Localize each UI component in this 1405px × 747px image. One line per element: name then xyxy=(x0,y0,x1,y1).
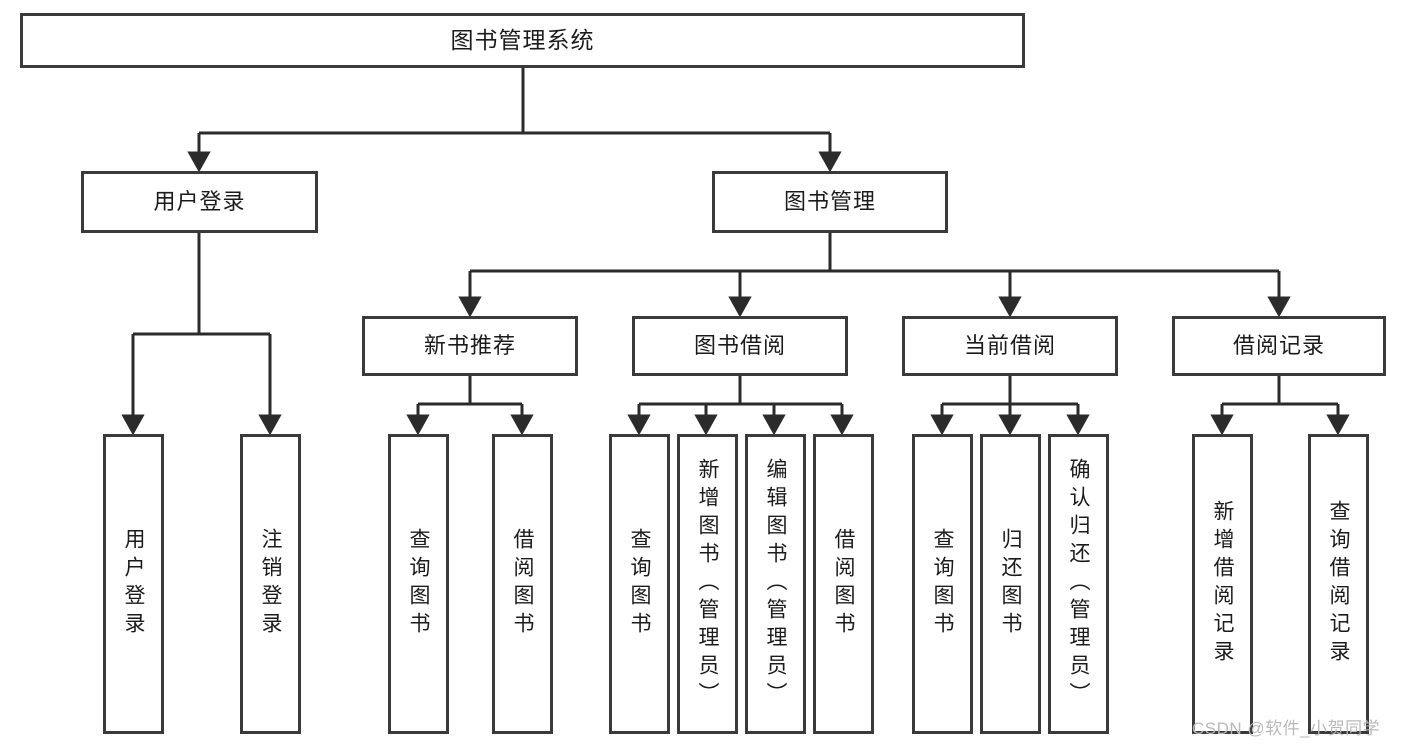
node-new-book-recommend[interactable]: 新书推荐 xyxy=(362,316,578,376)
node-book-borrow[interactable]: 图书借阅 xyxy=(632,316,848,376)
leaf-current-borrow-confirm-return-admin[interactable]: 确认归还（管理员） xyxy=(1048,434,1109,734)
node-label: 新增图书（管理员） xyxy=(696,458,719,710)
watermark-text: CSDN @软件_小贺同学 xyxy=(1192,719,1381,738)
leaf-book-borrow-query-book[interactable]: 查询图书 xyxy=(609,434,670,734)
leaf-borrow-record-query-record[interactable]: 查询借阅记录 xyxy=(1308,434,1369,734)
node-label: 图书借阅 xyxy=(693,332,786,358)
node-current-borrow[interactable]: 当前借阅 xyxy=(902,316,1118,376)
leaf-book-borrow-add-book-admin[interactable]: 新增图书（管理员） xyxy=(677,434,738,734)
node-label: 新增借阅记录 xyxy=(1211,500,1234,668)
node-label: 查询图书 xyxy=(628,528,651,640)
node-label: 查询借阅记录 xyxy=(1327,500,1350,668)
node-label: 查询图书 xyxy=(407,528,430,640)
node-label: 查询图书 xyxy=(931,528,954,640)
node-label: 借阅图书 xyxy=(511,528,534,640)
leaf-new-book-query-book[interactable]: 查询图书 xyxy=(388,434,449,734)
node-label: 注销登录 xyxy=(259,528,282,640)
node-label: 图书管理系统 xyxy=(450,26,595,53)
node-borrow-record[interactable]: 借阅记录 xyxy=(1172,316,1386,376)
leaf-book-borrow-edit-book-admin[interactable]: 编辑图书（管理员） xyxy=(745,434,806,734)
node-label: 当前借阅 xyxy=(963,332,1056,358)
node-label: 用户登录 xyxy=(122,528,145,640)
leaf-current-borrow-return-book[interactable]: 归还图书 xyxy=(980,434,1041,734)
leaf-current-borrow-query-book[interactable]: 查询图书 xyxy=(912,434,973,734)
node-label: 新书推荐 xyxy=(423,332,516,358)
leaf-book-borrow-borrow-book[interactable]: 借阅图书 xyxy=(813,434,874,734)
leaf-user-login-logout[interactable]: 注销登录 xyxy=(240,434,301,734)
node-label: 用户登录 xyxy=(153,188,246,214)
node-label: 归还图书 xyxy=(999,528,1022,640)
node-root-book-management-system[interactable]: 图书管理系统 xyxy=(20,13,1025,68)
leaf-user-login-login[interactable]: 用户登录 xyxy=(103,434,164,734)
node-label: 编辑图书（管理员） xyxy=(764,458,787,710)
node-label: 借阅记录 xyxy=(1232,332,1325,358)
node-user-login[interactable]: 用户登录 xyxy=(81,171,318,233)
leaf-borrow-record-add-record[interactable]: 新增借阅记录 xyxy=(1192,434,1253,734)
node-book-management[interactable]: 图书管理 xyxy=(712,171,948,233)
node-label: 图书管理 xyxy=(783,188,876,214)
node-label: 借阅图书 xyxy=(832,528,855,640)
leaf-new-book-borrow-book[interactable]: 借阅图书 xyxy=(492,434,553,734)
node-label: 确认归还（管理员） xyxy=(1067,458,1090,710)
